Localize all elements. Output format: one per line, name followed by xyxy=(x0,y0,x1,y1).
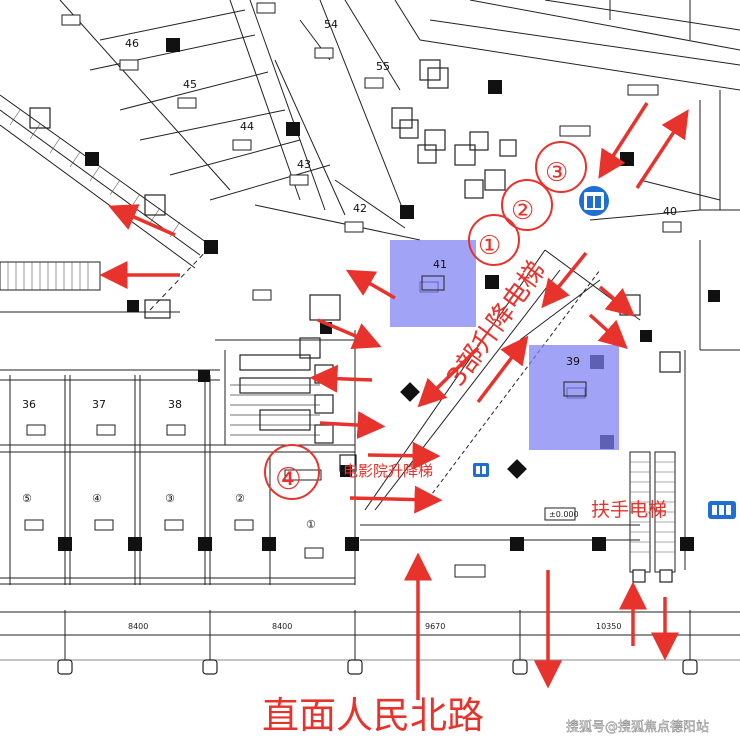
shop-44-label: 44 xyxy=(240,120,254,133)
shop-36-label: 36 xyxy=(22,398,36,411)
shop-5-label: ⑤ xyxy=(22,492,32,505)
watermark: 搜狐号@搜狐焦点德阳站 xyxy=(566,720,709,735)
level-label: ±0.000 xyxy=(549,510,579,519)
escalator-label: 扶手电梯 xyxy=(591,499,667,521)
dimension-2: 8400 xyxy=(272,622,292,631)
dimension-3: 9670 xyxy=(425,622,445,631)
shop-38-label: 38 xyxy=(168,398,182,411)
shop-tags xyxy=(24,2,682,578)
dimension-1: 8400 xyxy=(128,622,148,631)
plan-walls xyxy=(0,0,740,661)
grid-markers xyxy=(57,569,698,675)
shop-55-label: 55 xyxy=(376,60,390,73)
highlight-areas xyxy=(390,240,619,450)
shop-45-label: 45 xyxy=(183,78,197,91)
columns xyxy=(58,38,720,551)
callout-1: ① xyxy=(478,231,501,261)
shop-46-label: 46 xyxy=(125,37,139,50)
elevator-icon xyxy=(579,186,609,216)
callout-3: ③ xyxy=(545,158,568,188)
shop-54-label: 54 xyxy=(324,18,338,31)
shop-43-label: 43 xyxy=(297,158,311,171)
shop-4-label: ④ xyxy=(92,492,102,505)
escalator-icon xyxy=(708,501,736,519)
shop-42-label: 42 xyxy=(353,202,367,215)
shop-3-label: ③ xyxy=(165,492,175,505)
road-name: 直面人民北路 xyxy=(262,694,484,737)
direction-arrows xyxy=(99,102,689,700)
shop-2-label: ② xyxy=(235,492,245,505)
shop-41-label: 41 xyxy=(433,258,447,271)
callout-4: ④ xyxy=(275,462,302,497)
callout-2: ② xyxy=(511,196,534,226)
shop-40-label: 40 xyxy=(663,205,677,218)
dimension-4: 10350 xyxy=(596,622,621,631)
equipment-boxes xyxy=(29,59,681,472)
shop-1-label: ① xyxy=(306,518,316,531)
cinema-elevator-icon xyxy=(473,463,489,477)
callout-circles xyxy=(264,141,587,500)
shop-39-label: 39 xyxy=(566,355,580,368)
shop-37-label: 37 xyxy=(92,398,106,411)
cinema-elevator-label: 电影院升降梯 xyxy=(343,462,433,480)
